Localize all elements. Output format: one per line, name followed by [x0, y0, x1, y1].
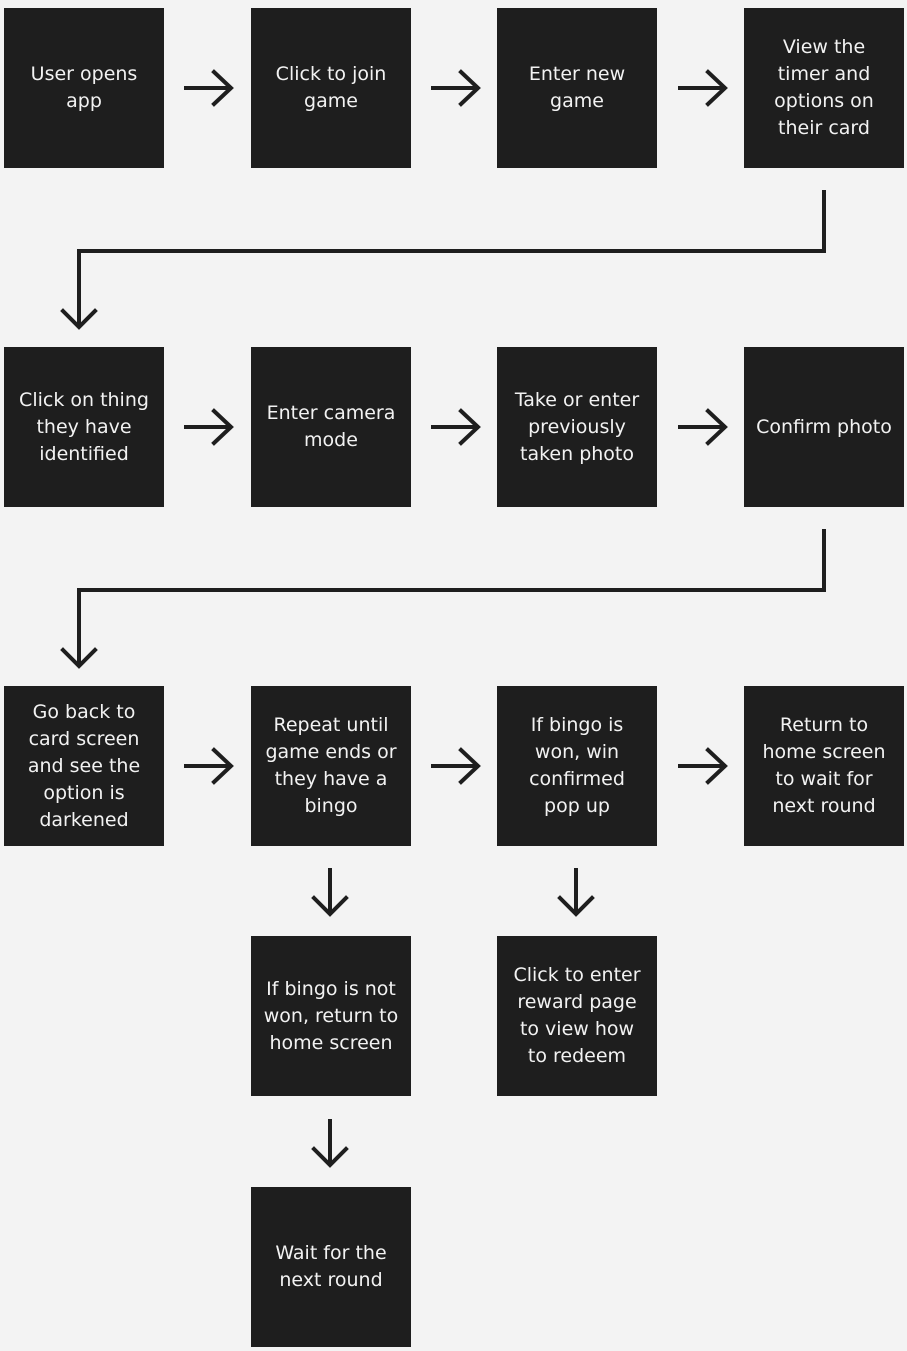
step-click-to-join-game: Click to join game [251, 8, 411, 168]
step-view-timer-and-options: View the timer and options on their card [744, 8, 904, 168]
arrow-right-icon [184, 747, 234, 785]
arrow-down-icon [311, 1119, 349, 1168]
step-label: View the timer and options on their card [774, 36, 874, 139]
arrow-right-icon [678, 747, 728, 785]
step-enter-camera-mode: Enter camera mode [251, 347, 411, 507]
step-take-or-enter-photo: Take or enter previously taken photo [497, 347, 657, 507]
arrow-right-icon [431, 747, 481, 785]
elbow-arrow-down-icon [60, 529, 826, 669]
step-label: Click to join game [275, 63, 387, 112]
arrow-right-icon [184, 408, 234, 446]
step-label: Confirm photo [756, 415, 892, 438]
arrow-right-icon [184, 69, 234, 107]
arrow-right-icon [431, 69, 481, 107]
step-label: Go back to card screen and see the optio… [27, 700, 141, 831]
step-label: Click on thing they have identified [19, 388, 149, 465]
elbow-arrow-down-icon [60, 190, 826, 330]
step-label: Repeat until game ends or they have a bi… [265, 714, 397, 817]
step-bingo-won-popup: If bingo is won, win confirmed pop up [497, 686, 657, 846]
arrow-down-icon [311, 868, 349, 917]
step-confirm-photo: Confirm photo [744, 347, 904, 507]
step-label: Return to home screen to wait for next r… [762, 714, 886, 817]
step-label: Enter camera mode [266, 402, 396, 451]
arrow-right-icon [431, 408, 481, 446]
step-click-on-identified-thing: Click on thing they have identified [4, 347, 164, 507]
step-wait-for-next-round: Wait for the next round [251, 1187, 411, 1347]
step-enter-reward-page: Click to enter reward page to view how t… [497, 936, 657, 1096]
step-user-opens-app: User opens app [4, 8, 164, 168]
step-repeat-until-game-ends: Repeat until game ends or they have a bi… [251, 686, 411, 846]
step-label: Click to enter reward page to view how t… [513, 964, 641, 1067]
step-go-back-to-card-screen: Go back to card screen and see the optio… [4, 686, 164, 846]
step-label: If bingo is won, win confirmed pop up [529, 714, 625, 817]
step-label: User opens app [30, 63, 138, 112]
step-enter-new-game: Enter new game [497, 8, 657, 168]
step-label: If bingo is not won, return to home scre… [263, 977, 399, 1054]
step-label: Enter new game [528, 63, 626, 112]
arrow-down-icon [557, 868, 595, 917]
arrow-right-icon [678, 408, 728, 446]
step-return-home-wait: Return to home screen to wait for next r… [744, 686, 904, 846]
step-label: Take or enter previously taken photo [514, 388, 640, 465]
step-bingo-not-won: If bingo is not won, return to home scre… [251, 936, 411, 1096]
arrow-right-icon [678, 69, 728, 107]
step-label: Wait for the next round [275, 1242, 387, 1291]
